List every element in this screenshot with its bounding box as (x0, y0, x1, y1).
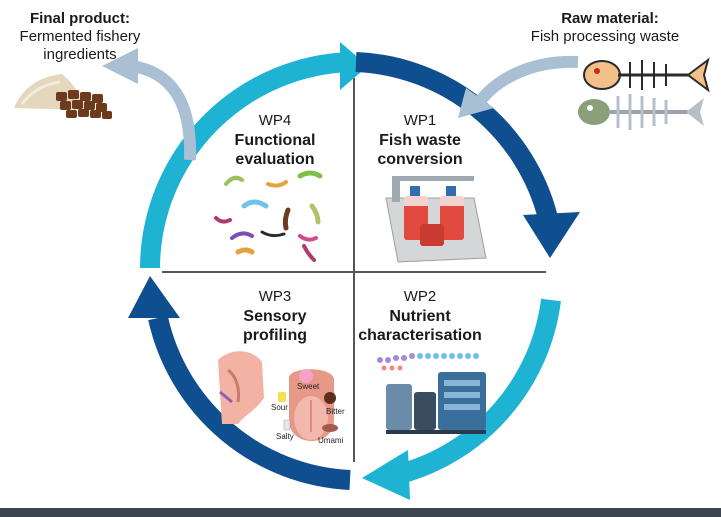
wp4-title-line1: Functional (234, 132, 316, 149)
wp4-code: WP4 (258, 112, 292, 129)
taste-umami-label: Umami (318, 436, 344, 445)
bottom-bar (0, 508, 721, 517)
output-arrow-head (102, 48, 138, 84)
wp4-title-line2: evaluation (235, 151, 315, 168)
fermented-pellets-icon (14, 74, 112, 119)
final-product-line2: ingredients (43, 46, 117, 63)
input-arrow (473, 55, 579, 108)
bioreactor-icon (385, 176, 487, 263)
wp3-title-line2: profiling (243, 327, 307, 344)
microbes-icon (214, 170, 323, 262)
arrow-wp3-to-wp4 (148, 315, 351, 490)
quadrant-dividers (162, 78, 546, 462)
wp2-title-line1: Nutrient (389, 308, 451, 325)
mass-spectrometer-icon (377, 353, 486, 434)
fish-skeleton-icon (578, 57, 710, 130)
arrow-wp4-to-wp1-head (340, 42, 368, 90)
wp1-title-line2: conversion (377, 151, 463, 168)
tongue-taste-icon (218, 351, 338, 441)
wp1-title-line1: Fish waste (379, 132, 461, 149)
final-product-title: Final product: (30, 10, 130, 27)
input-arrow-head (458, 88, 494, 118)
taste-sweet-label: Sweet (297, 382, 320, 391)
taste-bitter-label: Bitter (326, 407, 345, 416)
arrow-wp1-to-wp2-head (523, 212, 580, 258)
wp1-code: WP1 (403, 112, 437, 129)
arrow-wp3-to-wp4-head (128, 276, 180, 318)
final-product-line1: Fermented fishery (19, 28, 141, 45)
output-arrow (130, 60, 197, 161)
wp3-title-line1: Sensory (243, 308, 307, 325)
wp2-code: WP2 (403, 288, 437, 305)
arrow-wp4-to-wp1 (140, 52, 353, 269)
arrow-wp2-to-wp3 (397, 298, 561, 484)
raw-material-title: Raw material: (561, 10, 659, 27)
wp2-title-line2: characterisation (358, 327, 482, 344)
wp3-code: WP3 (258, 288, 292, 305)
raw-material-subtitle: Fish processing waste (530, 28, 680, 45)
taste-salty-label: Salty (276, 432, 294, 441)
arrow-wp2-to-wp3-head (362, 450, 410, 500)
taste-sour-label: Sour (271, 403, 288, 412)
